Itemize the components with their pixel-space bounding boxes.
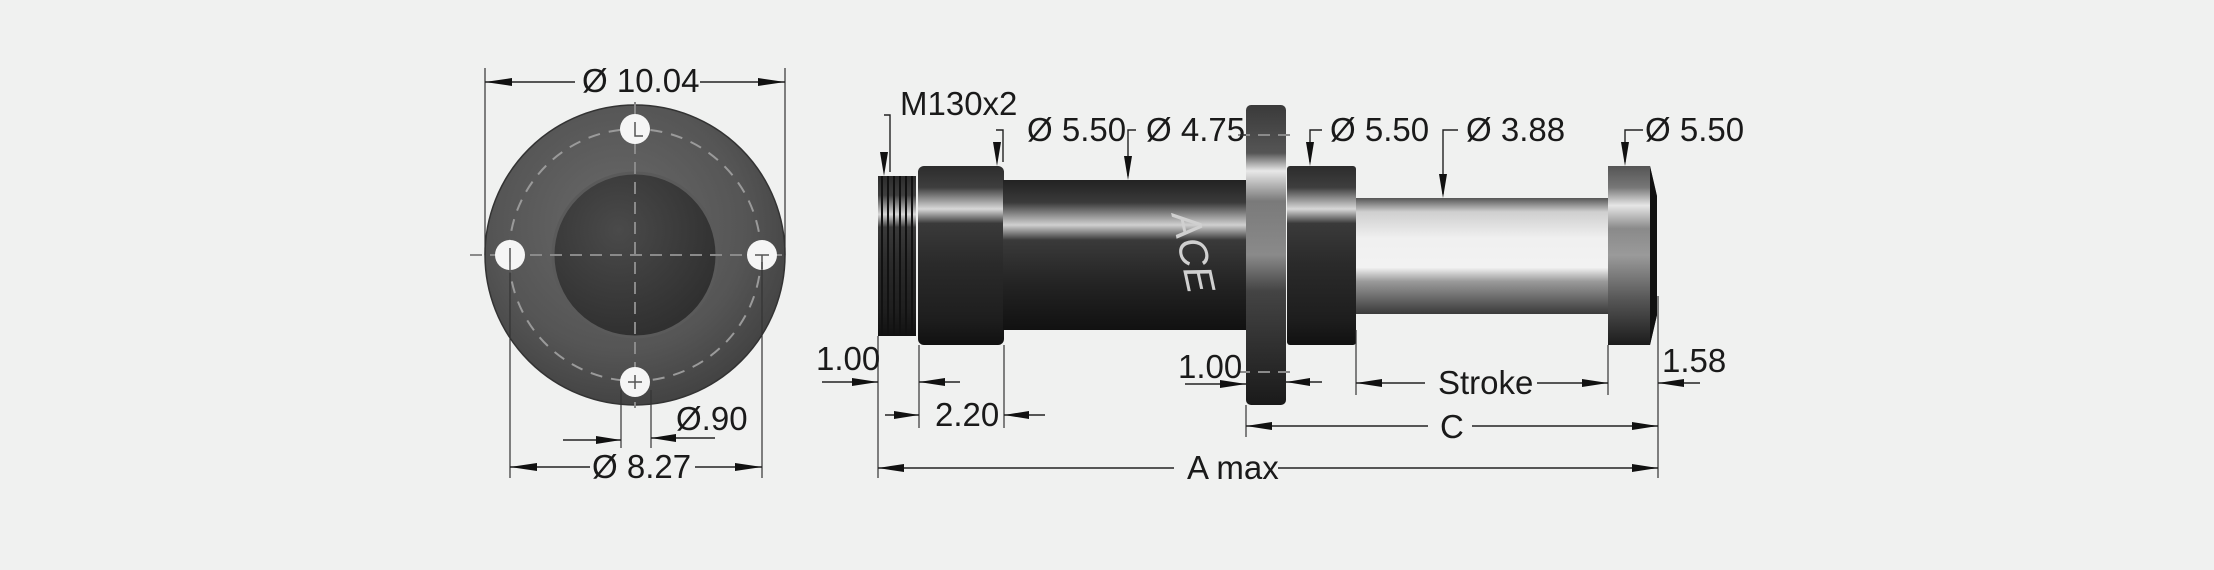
body-diameter-label: Ø 4.75 [1146,111,1245,148]
flange-thickness-label: 1.00 [1178,348,1242,385]
overall-length-label: A max [1187,449,1279,486]
front-view: Ø 10.04 Ø 8.27 Ø.90 [470,62,790,485]
rod-head [1608,166,1657,345]
thread-label: M130x2 [900,85,1017,122]
side-view: ACE M130x2 Ø 5.50 Ø 4.75 Ø 5.50 Ø [816,85,1744,486]
nut-diameter-label: Ø 5.50 [1027,111,1126,148]
body-tube [1003,180,1248,330]
bolt-circle-diameter-label: Ø 8.27 [592,448,691,485]
thread [878,176,916,336]
collar-diameter-label: Ø 5.50 [1330,111,1429,148]
stroke-label: Stroke [1438,364,1533,401]
c-dimension-label: C [1440,408,1464,445]
head-diameter-label: Ø 5.50 [1645,111,1744,148]
piston-rod [1356,198,1609,314]
lock-nut [918,166,1004,345]
head-length-label: 1.58 [1662,342,1726,379]
front-collar [1287,166,1356,345]
hole-diameter-label: Ø.90 [676,400,748,437]
outer-diameter-label: Ø 10.04 [582,62,699,99]
mounting-flange [1246,105,1286,405]
rod-diameter-label: Ø 3.88 [1466,111,1565,148]
nut-length-label: 2.20 [935,396,999,433]
thread-length-label: 1.00 [816,340,880,377]
